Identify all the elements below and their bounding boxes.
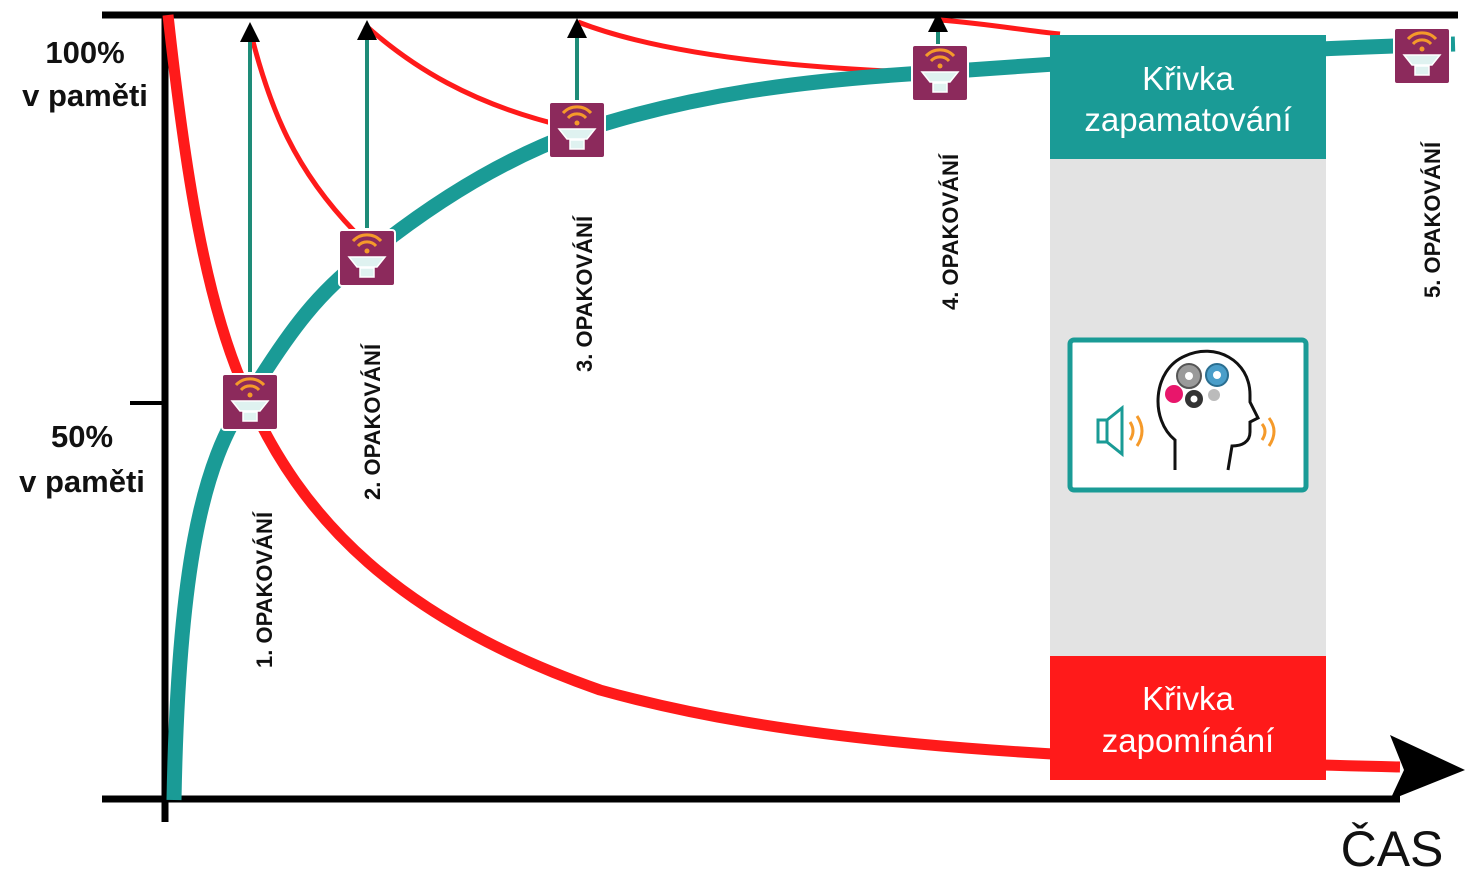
retention-legend-line1: Křivka bbox=[1142, 60, 1234, 97]
speaker-icon bbox=[910, 43, 970, 103]
forgetting-curves bbox=[162, 14, 1401, 773]
repetition-label-4: 4. OPAKOVÁNÍ bbox=[938, 153, 963, 310]
forgetting-curve-3 bbox=[577, 19, 911, 75]
axes bbox=[102, 11, 1458, 822]
forgetting-curve-main bbox=[162, 14, 1401, 773]
forgetting-curve-1 bbox=[247, 29, 357, 234]
repetition-label-1: 1. OPAKOVÁNÍ bbox=[252, 511, 277, 668]
x-axis-label: ČAS bbox=[1341, 821, 1444, 872]
y-top-label-line1: 100% bbox=[45, 35, 124, 70]
forgetting-legend-box: Křivka zapomínání bbox=[1050, 656, 1326, 780]
x-axis-arrowhead bbox=[1390, 735, 1465, 800]
forgetting-curve-2 bbox=[363, 23, 573, 131]
repetition-label-2: 2. OPAKOVÁNÍ bbox=[360, 343, 385, 500]
speaker-icon bbox=[1392, 26, 1452, 86]
forgetting-legend-line2: zapomínání bbox=[1102, 722, 1274, 759]
speaker-icon bbox=[220, 372, 280, 432]
y-mid-label-line2: v paměti bbox=[19, 464, 145, 499]
retention-legend-box: Křivka zapamatování bbox=[1050, 35, 1326, 159]
repetition-arrows bbox=[240, 12, 948, 372]
forgetting-curve-4 bbox=[939, 17, 1061, 37]
forgetting-legend-line1: Křivka bbox=[1142, 680, 1234, 717]
head-gears-speaker-icon bbox=[1067, 337, 1309, 493]
y-top-label-line2: v paměti bbox=[22, 78, 148, 113]
speaker-icon bbox=[337, 228, 397, 288]
repetition-labels: 1. OPAKOVÁNÍ 2. OPAKOVÁNÍ 3. OPAKOVÁNÍ 4… bbox=[252, 141, 1445, 668]
y-axis-labels: 100% v paměti 50% v paměti bbox=[19, 35, 148, 499]
speaker-icon bbox=[547, 100, 607, 160]
y-mid-label-line1: 50% bbox=[51, 419, 113, 454]
repetition-label-3: 3. OPAKOVÁNÍ bbox=[572, 215, 597, 372]
retention-legend-line2: zapamatování bbox=[1084, 101, 1291, 138]
repetition-label-5: 5. OPAKOVÁNÍ bbox=[1420, 141, 1445, 298]
